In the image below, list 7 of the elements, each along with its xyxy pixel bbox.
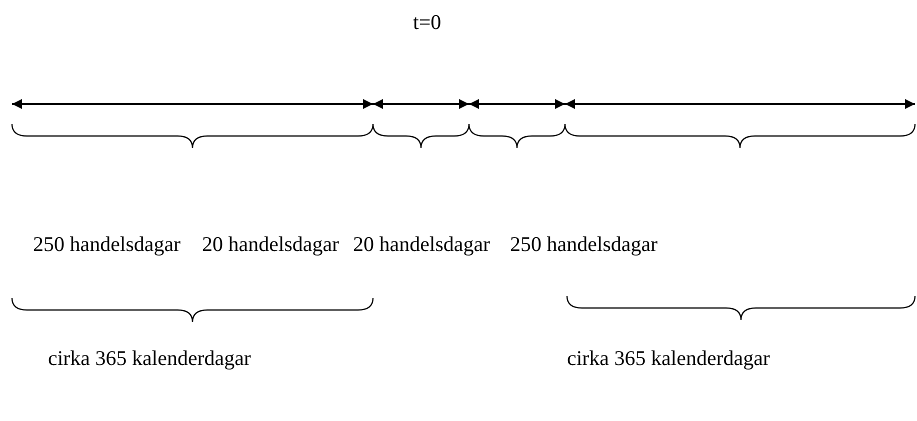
label-text: cirka 365 kalenderdagar: [567, 346, 770, 370]
label-text: cirka 365 kalenderdagar: [48, 346, 251, 370]
label-text: t=0: [413, 10, 442, 34]
label-text: 250 handelsdagar: [33, 232, 181, 256]
label-text: 250 handelsdagar: [510, 232, 658, 256]
label-text: 20 handelsdagar: [353, 232, 490, 256]
label-text: 20 handelsdagar: [202, 232, 340, 256]
